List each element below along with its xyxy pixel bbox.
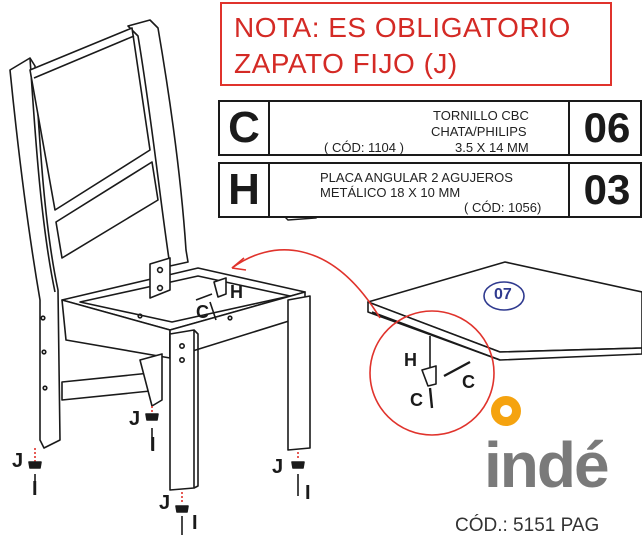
foot-front-left-j: J xyxy=(129,408,141,430)
note-line-2: ZAPATO FIJO (J) xyxy=(234,48,458,79)
foot-front-right-i: I xyxy=(305,482,311,504)
part-h-name-2: METÁLICO 18 X 10 MM xyxy=(320,185,461,200)
page-code: CÓD.: 5151 PAG xyxy=(455,515,600,536)
brand-logo-dot xyxy=(491,396,521,426)
detail-screw-right xyxy=(443,360,471,378)
part-c-size: 3.5 X 14 MM xyxy=(455,140,529,155)
front-left-leg xyxy=(169,329,195,491)
left-back-post xyxy=(9,57,61,449)
front-left-leg-side xyxy=(193,329,199,489)
parts-row-c: C TORNILLO CBC CHATA/PHILIPS 3.5 X 14 MM… xyxy=(218,100,642,156)
brand-logo: indé xyxy=(484,429,610,501)
part-h-quantity: 03 xyxy=(568,164,642,216)
foot-front-right-j: J xyxy=(272,456,284,478)
back-panel xyxy=(29,27,159,259)
foot-rear-left-j: J xyxy=(12,450,24,472)
seat-number: 07 xyxy=(494,286,512,303)
frame-label-h: H xyxy=(230,282,243,302)
part-c-code: ( CÓD: 1104 ) xyxy=(324,140,404,155)
note-line-1: NOTA: ES OBLIGATORIO xyxy=(234,12,571,43)
part-c-name-2: CHATA/PHILIPS xyxy=(431,124,527,139)
front-right-leg xyxy=(287,295,311,451)
part-h-name-1: PLACA ANGULAR 2 AGUJEROS xyxy=(320,170,513,185)
foot-rear-middle xyxy=(145,406,159,450)
detail-callout-circle xyxy=(369,310,495,436)
part-letter-h: H xyxy=(220,164,270,216)
seat-board xyxy=(367,261,642,361)
foot-front-left-i: I xyxy=(150,434,156,456)
foot-rear-left xyxy=(28,448,42,494)
frame-label-c: C xyxy=(196,302,209,322)
detail-screw-bottom xyxy=(428,387,434,409)
part-h-code: ( CÓD: 1056) xyxy=(464,200,542,215)
callout-arrow xyxy=(231,249,381,319)
part-c-name-1: TORNILLO CBC xyxy=(433,108,529,123)
foot-front-right xyxy=(291,452,305,496)
frame-bracket-icon xyxy=(213,277,227,298)
foot-rear-left-i: I xyxy=(32,478,38,500)
foot-front-center-j: J xyxy=(159,492,171,514)
detail-label-h: H xyxy=(404,350,417,370)
foot-front-center-i: I xyxy=(192,512,198,534)
detail-label-c-bottom: C xyxy=(410,390,423,410)
mandatory-note: NOTA: ES OBLIGATORIO ZAPATO FIJO (J) xyxy=(220,2,612,86)
detail-label-c-right: C xyxy=(462,372,475,392)
rear-left-leg xyxy=(139,353,163,407)
parts-row-h: H PLACA ANGULAR 2 AGUJEROS METÁLICO 18 X… xyxy=(218,162,642,218)
right-back-post xyxy=(127,19,189,267)
foot-front-center xyxy=(175,492,189,535)
part-c-quantity: 06 xyxy=(568,102,642,154)
seat-number-circle xyxy=(483,281,525,311)
detail-bracket-icon xyxy=(421,365,437,387)
part-letter-c: C xyxy=(220,102,270,154)
